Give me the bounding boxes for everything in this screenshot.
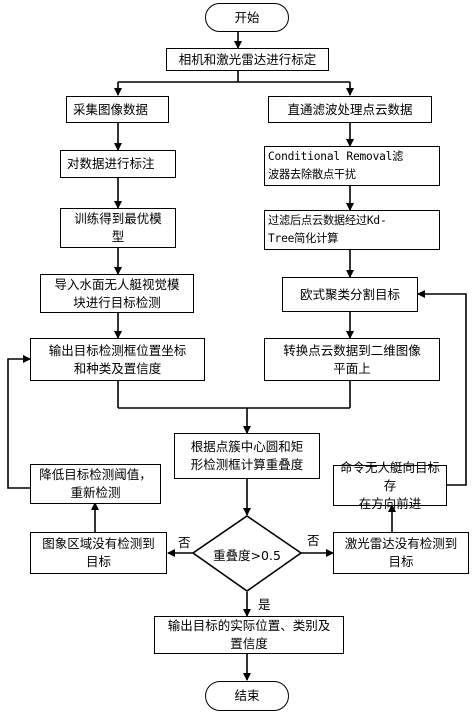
annotate-label: 对数据进行标注 <box>67 156 155 171</box>
convert-2d-line2: 平面上 <box>333 360 371 376</box>
euclidean-box: 欧式聚类分割目标 <box>282 277 418 312</box>
kd-tree-line1: 过滤后点云数据经过Kd- <box>268 214 387 227</box>
command-boat-line1: 命令无人艇向目标存 <box>339 459 440 493</box>
end-terminal: 结束 <box>205 681 289 711</box>
kd-tree-line2: Tree简化计算 <box>268 232 339 245</box>
yes-label: 是 <box>258 597 271 612</box>
overlap-calc-line2: 形检测框计算重叠度 <box>190 457 304 472</box>
image-no-detect-box: 图象区域没有检测到 目标 <box>30 532 167 574</box>
end-label: 结束 <box>234 688 260 703</box>
output-result-line2: 置信度 <box>230 636 268 651</box>
annotate-box: 对数据进行标注 <box>60 150 176 178</box>
image-no-detect-line1: 图象区域没有检测到 <box>42 536 155 551</box>
start-terminal: 开始 <box>205 3 289 32</box>
no-label-right: 否 <box>307 533 320 548</box>
conditional-removal-line2: 波器去除散点干扰 <box>268 168 356 181</box>
no-label-left: 否 <box>178 535 191 550</box>
command-boat-line2: 在方向前进 <box>358 495 422 511</box>
train-model-box: 训练得到最优模 型 <box>60 208 176 248</box>
output-bbox-line2: 和种类及置信度 <box>73 360 162 376</box>
collect-images-label: 采集图像数据 <box>73 101 149 117</box>
overlap-calc-line1: 根据点簇中心圆和矩 <box>190 439 304 454</box>
conditional-removal-box: Conditional Removal滤 波器去除散点干扰 <box>264 146 440 186</box>
decision-diamond <box>191 515 303 592</box>
euclidean-label: 欧式聚类分割目标 <box>299 286 400 302</box>
convert-2d-box: 转换点云数据到二维图像 平面上 <box>264 338 440 381</box>
conditional-removal-line1: Conditional Removal滤 <box>268 150 404 163</box>
passthrough-label: 直通滤波处理点云数据 <box>287 101 413 117</box>
lidar-no-detect-box: 激光雷达没有检测到 目标 <box>333 532 469 574</box>
lower-threshold-line1: 降低目标检测阈值， <box>39 467 152 482</box>
import-module-box: 导入水面无人艇视觉模 块进行目标检测 <box>40 274 194 313</box>
collect-images-box: 采集图像数据 <box>66 96 169 123</box>
arrow-command-to-euclid <box>417 290 467 486</box>
lidar-no-detect-line1: 激光雷达没有检测到 <box>344 536 458 551</box>
decision-label: 重叠度>0.5 <box>213 548 281 563</box>
train-model-line2: 型 <box>111 229 125 244</box>
lidar-no-detect-line2: 目标 <box>388 554 414 569</box>
output-bbox-box: 输出目标检测框位置坐标 和种类及置信度 <box>30 338 205 381</box>
passthrough-box: 直通滤波处理点云数据 <box>268 96 432 123</box>
command-boat-box: 命令无人艇向目标存 在方向前进 <box>333 460 447 511</box>
import-module-line1: 导入水面无人艇视觉模 <box>54 276 180 292</box>
convert-2d-line1: 转换点云数据到二维图像 <box>283 342 421 358</box>
calibrate-box: 相机和激光雷达进行标定 <box>166 48 329 71</box>
lower-threshold-line2: 重新检测 <box>70 485 121 500</box>
output-result-line1: 输出目标的实际位置、类别及 <box>167 618 331 633</box>
output-result-box: 输出目标的实际位置、类别及 置信度 <box>154 616 344 654</box>
arrow-lower-to-output <box>7 355 31 489</box>
kd-tree-box: 过滤后点云数据经过Kd- Tree简化计算 <box>264 210 440 250</box>
output-bbox-line1: 输出目标检测框位置坐标 <box>48 342 187 358</box>
lower-threshold-box: 降低目标检测阈值， 重新检测 <box>30 464 161 504</box>
overlap-calc-box: 根据点簇中心圆和矩 形检测框计算重叠度 <box>174 433 320 479</box>
calibrate-label: 相机和激光雷达进行标定 <box>178 51 317 67</box>
import-module-line2: 块进行目标检测 <box>73 294 161 310</box>
image-no-detect-line2: 目标 <box>85 554 111 569</box>
train-model-line1: 训练得到最优模 <box>74 211 162 226</box>
start-label: 开始 <box>234 9 260 25</box>
